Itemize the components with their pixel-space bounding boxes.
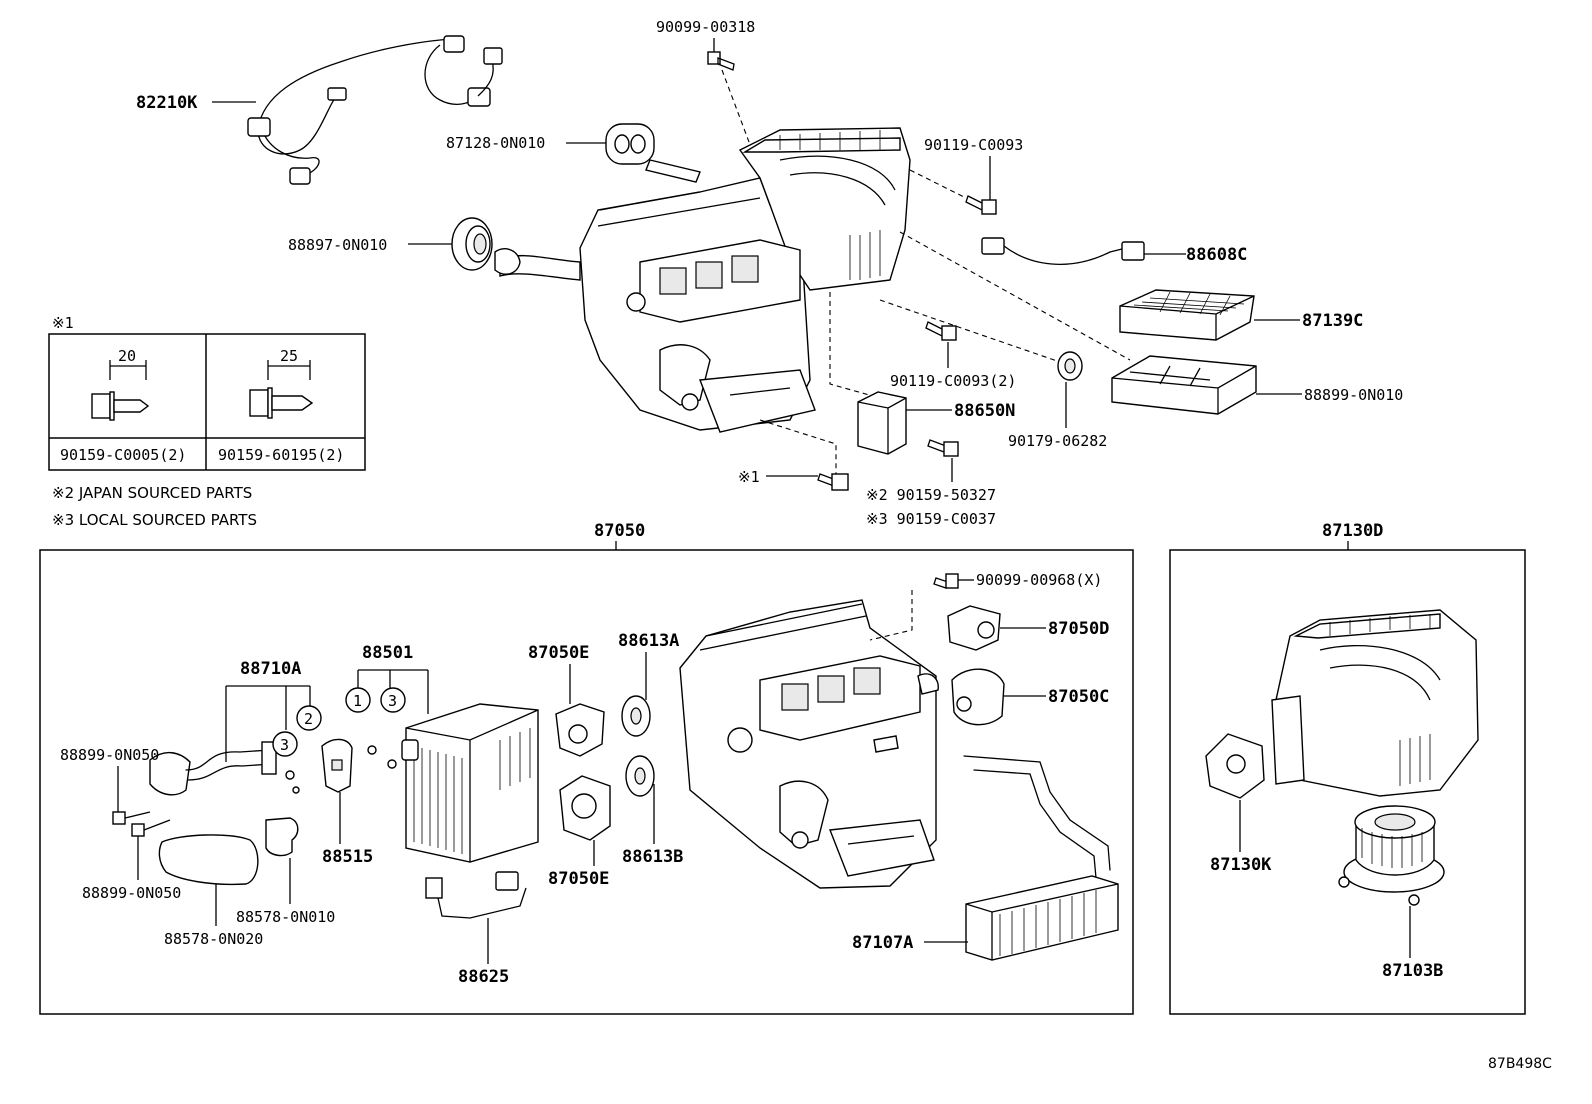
wire-harness-82210k (247, 35, 503, 185)
sensor-88625 (425, 871, 527, 919)
label-87050c: 87050C (1048, 687, 1109, 707)
label-88578-0n020: 88578-0N020 (164, 930, 263, 948)
legend-x1: ※1 20 25 90159-C0005(2) 90159-60195(2) (48, 314, 366, 471)
label-88899-0n010: 88899-0N010 (1304, 386, 1403, 404)
legend-dim-right: 25 (280, 347, 298, 365)
bolt-90099-00968 (933, 573, 959, 589)
note-japan-sourced: ※2 JAPAN SOURCED PARTS (52, 484, 252, 502)
bolt-90119-c0093-top (965, 195, 997, 215)
servo-87050d (947, 605, 1001, 651)
servo-87050c (951, 668, 1005, 726)
legend-dim-left: 20 (118, 347, 136, 365)
circle-3a: 3 (280, 736, 289, 754)
label-90159-50327: ※2 90159-50327 (866, 486, 996, 504)
hvac-unit-lower (679, 599, 939, 889)
blower-motor-87103b (1338, 805, 1445, 906)
insulator-88578-0n020 (158, 834, 259, 886)
amplifier-88650n (857, 391, 907, 455)
evaporator-88501 (401, 703, 539, 863)
label-88608c: 88608C (1186, 245, 1247, 265)
label-90099-00318: 90099-00318 (656, 18, 755, 36)
label-90179-06282: 90179-06282 (1008, 432, 1107, 450)
label-88897-0n010: 88897-0N010 (288, 236, 387, 254)
legend-part-right: 90159-60195(2) (218, 446, 344, 464)
insulator-88578-0n010 (265, 817, 299, 857)
diagram-code: 87B498C (1488, 1056, 1552, 1072)
sensor-88608c (981, 237, 1145, 265)
label-88613a: 88613A (618, 631, 679, 651)
seal-88897-0n010 (451, 217, 493, 271)
circle-3b: 3 (388, 692, 397, 710)
bolt-90159-50327 (927, 439, 959, 457)
grommet-87128-0n010 (605, 123, 655, 165)
label-88578-0n010: 88578-0N010 (236, 908, 335, 926)
label-x1: ※1 (738, 468, 760, 486)
label-87050e-b: 87050E (548, 869, 609, 889)
label-87107a: 87107A (852, 933, 913, 953)
label-90159-c0037: ※3 90159-C0037 (866, 510, 996, 528)
oring-callouts: 2 3 (272, 705, 322, 794)
hvac-unit-top (494, 127, 911, 433)
label-88501: 88501 (362, 643, 413, 663)
label-90119-c0093-2: 90119-C0093(2) (890, 372, 1016, 390)
legend-part-left: 90159-C0005(2) (60, 446, 186, 464)
label-87130d: 87130D (1322, 521, 1383, 541)
box-87130d (1169, 549, 1526, 1015)
gear-88613a (621, 695, 651, 737)
filter-87139c (1119, 289, 1255, 341)
label-88899-0n050-a: 88899-0N050 (60, 746, 159, 764)
heater-core-87107a (963, 755, 1119, 961)
circle-1: 1 (353, 692, 362, 710)
label-88613b: 88613B (622, 847, 683, 867)
label-87050d: 87050D (1048, 619, 1109, 639)
label-88710a: 88710A (240, 659, 301, 679)
valve-88515 (321, 738, 353, 793)
gear-88613b (625, 755, 655, 797)
label-90099-00968: 90099-00968(X) (976, 571, 1102, 589)
label-87103b: 87103B (1382, 961, 1443, 981)
servo-87050e-a (555, 703, 605, 757)
bolt-x1 (817, 473, 849, 491)
label-87128-0n010: 87128-0N010 (446, 134, 545, 152)
label-87050e-a: 87050E (528, 643, 589, 663)
circle-2: 2 (304, 710, 313, 728)
label-88899-0n050-b: 88899-0N050 (82, 884, 181, 902)
label-88515: 88515 (322, 847, 373, 867)
box-87050 (39, 549, 1134, 1015)
servo-87130k (1205, 733, 1265, 799)
bolt-90099-00318 (707, 51, 735, 71)
label-82210k: 82210K (136, 93, 198, 113)
label-88650n: 88650N (954, 401, 1015, 421)
label-87139c: 87139C (1302, 311, 1363, 331)
label-87130k: 87130K (1210, 855, 1272, 875)
bolt-90119-c0093-2 (925, 321, 957, 341)
label-87050: 87050 (594, 521, 645, 541)
label-88625: 88625 (458, 967, 509, 987)
servo-87050e-b (559, 775, 611, 841)
bolt-88899-0n050 (112, 811, 171, 837)
blower-case-87130d (1271, 609, 1479, 797)
grommet-90179-06282 (1057, 351, 1083, 381)
legend-title: ※1 (52, 314, 74, 332)
pipe-88710a (149, 741, 277, 796)
filter-case-88899-0n010 (1111, 355, 1257, 415)
label-90119-c0093-top: 90119-C0093 (924, 136, 1023, 154)
note-local-sourced: ※3 LOCAL SOURCED PARTS (52, 511, 257, 529)
